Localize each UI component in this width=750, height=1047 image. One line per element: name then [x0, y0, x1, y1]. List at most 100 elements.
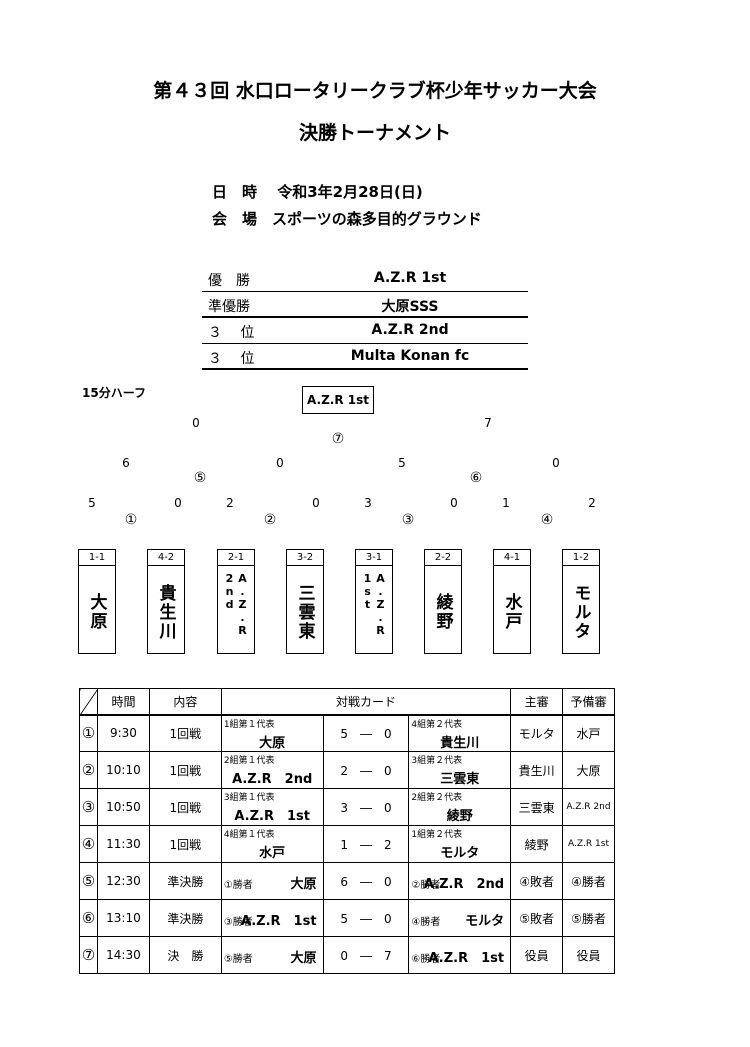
match-number: ⑤ — [190, 471, 210, 486]
team-seed: 3-2 — [287, 550, 323, 566]
score-dash: ― — [359, 874, 372, 889]
score: 2 — [588, 496, 596, 510]
reserve-referee: ⑤勝者 — [562, 899, 615, 937]
team-name: A.Z.R 1st — [240, 914, 317, 929]
referee: ④敗者 — [510, 862, 564, 900]
match-type: 1回戦 — [148, 714, 222, 752]
referee: モルタ — [510, 714, 564, 752]
team-name: 綾野 — [446, 809, 473, 824]
table-header-row: 時間 内容 対戦カード 主審 予備審 — [79, 688, 615, 716]
team-qualifier: 1組第２代表 — [411, 830, 463, 840]
score-cell: 1 ― 2 — [322, 825, 410, 863]
team-seed: 1-2 — [563, 550, 599, 566]
score: 5 — [88, 496, 96, 510]
winner-ref: ③勝者 — [223, 917, 253, 928]
column-header: 主審 — [510, 688, 564, 716]
team-name: 綾野 — [432, 593, 453, 631]
column-header: 予備審 — [562, 688, 615, 716]
referee: 三雲東 — [510, 788, 564, 826]
left-score: 1 — [340, 837, 348, 852]
score-cell: 6 ― 0 — [322, 862, 410, 900]
right-score: 7 — [383, 948, 392, 963]
score: 0 — [276, 456, 284, 470]
score-dash: ― — [359, 800, 372, 815]
team-qualifier: 3組第２代表 — [411, 756, 463, 766]
team-qualifier: 2組第２代表 — [411, 793, 463, 803]
team-box: 2-1 A.Z.R 2nd — [217, 549, 255, 654]
reserve-referee: A.Z.R 2nd — [562, 788, 615, 826]
team-name: モルタ — [570, 583, 591, 641]
winner-ref: ⑤勝者 — [223, 954, 253, 965]
referee: 役員 — [510, 936, 564, 974]
score-cell: 5 ― 0 — [322, 714, 410, 752]
left-team-cell: ⑤勝者 大原 — [220, 936, 324, 974]
right-score: 0 — [383, 911, 392, 926]
left-score: 3 — [340, 800, 348, 815]
result-value: Multa Konan fc — [350, 348, 470, 364]
match-number: ③ — [398, 513, 418, 528]
match-number: ⑥ — [466, 471, 486, 486]
match-time: 12:30 — [96, 862, 150, 900]
match-number: ⑥ — [79, 899, 98, 937]
referee: ⑤敗者 — [510, 899, 564, 937]
result-value: 大原SSS — [381, 299, 439, 315]
team-seed: 1-1 — [79, 550, 115, 566]
corner-cell — [79, 688, 98, 716]
match-number: ③ — [79, 788, 98, 826]
right-team-cell: 2組第２代表綾野 — [408, 788, 512, 826]
right-team-cell: 1組第２代表モルタ — [408, 825, 512, 863]
score: 1 — [502, 496, 510, 510]
score-cell: 0 ― 7 — [322, 936, 410, 974]
tournament-bracket — [0, 0, 750, 180]
result-value: A.Z.R 1st — [373, 270, 447, 286]
left-score: 5 — [340, 911, 348, 926]
reserve-referee: 大原 — [562, 751, 615, 789]
score: 0 — [312, 496, 320, 510]
team-name: 貴生川 — [155, 583, 176, 641]
winner-ref: ①勝者 — [223, 880, 253, 891]
left-score: 5 — [340, 726, 348, 741]
right-team-cell: ④勝者モルタ — [408, 899, 512, 937]
result-label: ３ 位 — [208, 325, 255, 341]
score-cell: 5 ― 0 — [322, 899, 410, 937]
winner-ref: ⑥勝者 — [411, 954, 441, 965]
match-number: ⑦ — [79, 936, 98, 974]
team-qualifier: 4組第１代表 — [223, 830, 275, 840]
column-header: 時間 — [96, 688, 150, 716]
team-name: A.Z.R 2nd — [223, 572, 249, 637]
score-dash: ― — [359, 763, 372, 778]
team-seed: 4-1 — [494, 550, 530, 566]
page-title: 第４３回 水口ロータリークラブ杯少年サッカー大会 — [153, 80, 597, 102]
left-score: 0 — [340, 948, 348, 963]
match-number: ④ — [537, 513, 557, 528]
team-name: 三雲東 — [294, 583, 315, 641]
result-label: 優 勝 — [208, 273, 250, 289]
team-name: A.Z.R 1st — [428, 951, 505, 966]
match-time: 9:30 — [96, 714, 150, 752]
referee: 綾野 — [510, 825, 564, 863]
score: 3 — [364, 496, 372, 510]
match-number: ⑦ — [328, 432, 348, 447]
team-qualifier: 4組第２代表 — [411, 719, 463, 730]
right-team-cell: 3組第２代表三雲東 — [408, 751, 512, 789]
team-name: 大原 — [290, 877, 317, 892]
referee: 貴生川 — [510, 751, 564, 789]
team-name: A.Z.R 2nd — [232, 772, 313, 787]
team-qualifier: 2組第１代表 — [223, 756, 275, 766]
reserve-referee: 水戸 — [562, 714, 615, 752]
team-name: 大原 — [290, 951, 317, 966]
match-number: ① — [121, 513, 141, 528]
team-name: 貴生川 — [440, 735, 480, 751]
score: 7 — [484, 416, 492, 430]
left-score: 2 — [340, 763, 348, 778]
match-time: 10:10 — [96, 751, 150, 789]
team-name: A.Z.R 1st — [361, 572, 387, 637]
team-seed: 3-1 — [356, 550, 392, 566]
score-dash: ― — [359, 911, 372, 926]
venue-line: 会 場 スポーツの森多目的グラウンド — [212, 210, 482, 228]
